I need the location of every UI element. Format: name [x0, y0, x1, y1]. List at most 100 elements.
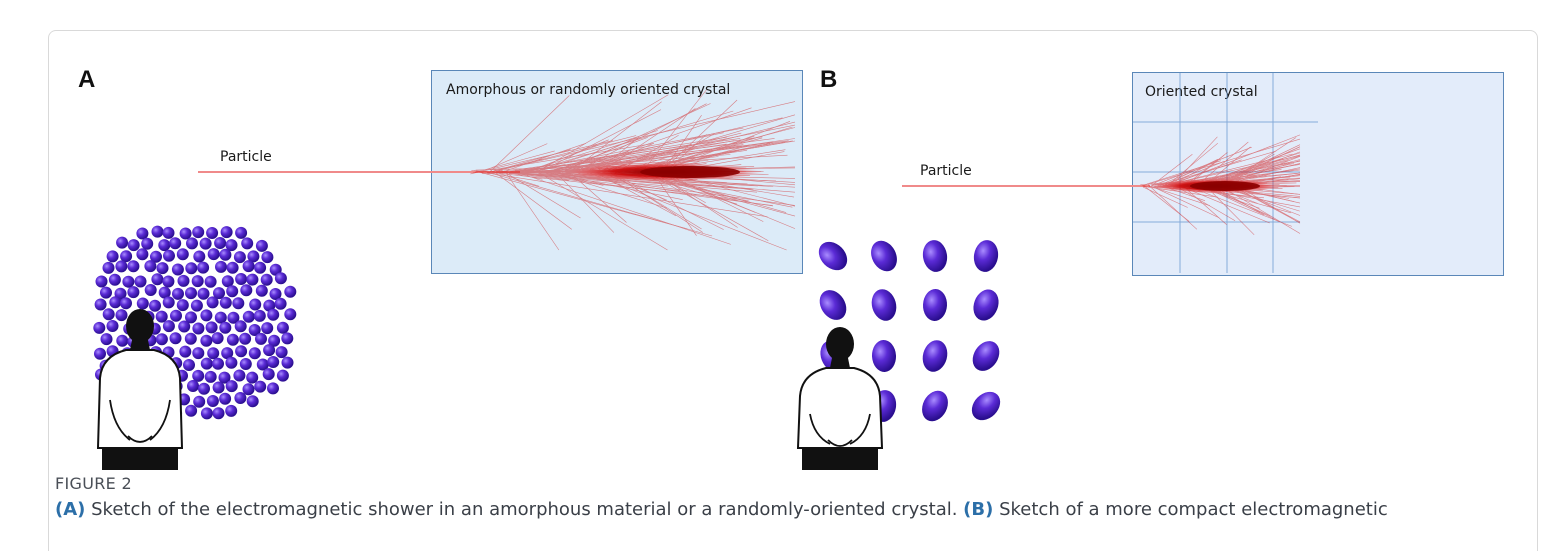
atom [246, 371, 259, 384]
panel-a-letter: A [78, 66, 96, 93]
atom-column [922, 390, 948, 422]
atom [225, 239, 238, 252]
atom [115, 309, 128, 322]
atom [172, 287, 184, 300]
shower-track [530, 110, 734, 172]
atom [267, 308, 280, 321]
atom [198, 382, 210, 395]
atom [219, 321, 232, 334]
figure-artwork [93, 73, 1318, 470]
atom [276, 369, 289, 382]
atom [114, 287, 127, 300]
atom [284, 308, 297, 321]
atom-column [973, 289, 999, 321]
shower-track [522, 132, 724, 175]
panel-a-box-label: Amorphous or randomly oriented crystal [446, 82, 731, 98]
atom-column [971, 391, 1001, 421]
atom [219, 248, 232, 261]
caption-text-a: Sketch of the electromagnetic shower in … [85, 499, 964, 520]
atom [184, 332, 197, 345]
atom [169, 237, 182, 250]
atom [281, 332, 294, 345]
atom [197, 287, 210, 300]
atom [144, 260, 157, 273]
atom [234, 392, 247, 404]
atom [219, 392, 232, 405]
atom [226, 285, 239, 298]
atom-column [871, 289, 897, 321]
atom [235, 273, 248, 285]
atom [100, 333, 113, 346]
shower-track [518, 144, 693, 173]
shower-track [472, 150, 555, 174]
figure-caption: FIGURE 2 (A) Sketch of the electromagnet… [55, 474, 1535, 520]
panel-b-letter: B [820, 66, 838, 93]
atom [200, 334, 213, 347]
shower-track [489, 173, 768, 218]
atom-column [922, 340, 948, 372]
panel-a-observer-figure [96, 309, 184, 470]
atom [267, 382, 279, 395]
atom [246, 395, 259, 408]
atom [255, 284, 268, 297]
caption-text: (A) Sketch of the electromagnetic shower… [55, 499, 1535, 520]
atom [94, 298, 107, 311]
atom [225, 404, 238, 417]
atom [163, 249, 175, 262]
atom [268, 334, 281, 347]
atom [190, 299, 203, 312]
atom [235, 226, 248, 239]
atom [162, 296, 175, 309]
atom [144, 284, 157, 296]
atom [227, 311, 240, 324]
atom [239, 332, 252, 345]
atom [206, 395, 219, 407]
shower-track [514, 171, 731, 245]
atom [226, 261, 239, 274]
atom [192, 322, 205, 335]
atom [177, 274, 190, 287]
caption-label-a: (A) [55, 499, 86, 520]
shower-track [1192, 187, 1293, 227]
atom [235, 345, 248, 358]
shower-track [555, 172, 615, 233]
atom [254, 380, 267, 393]
atom [232, 297, 245, 310]
atom [192, 347, 205, 360]
atom [249, 298, 262, 311]
atom [261, 251, 274, 264]
atom [193, 250, 206, 263]
atom [170, 309, 182, 322]
atom [171, 263, 184, 276]
shower-track [494, 171, 539, 187]
shower-track [568, 171, 627, 223]
shower-track [1141, 138, 1301, 187]
atom [254, 261, 267, 274]
atom [233, 251, 246, 264]
atom [93, 321, 106, 334]
shower-track [538, 94, 669, 172]
atom [185, 287, 197, 300]
atom [242, 310, 255, 323]
shower-track [498, 135, 637, 171]
atom [221, 347, 234, 360]
atom [127, 260, 140, 273]
atom [127, 286, 140, 299]
shower-track [538, 109, 662, 173]
atom [151, 225, 164, 238]
atom [150, 250, 162, 263]
atom [136, 297, 149, 310]
shower-track [1147, 184, 1198, 230]
atom [267, 356, 280, 368]
atom [218, 371, 231, 384]
atom [155, 310, 168, 323]
atom [192, 369, 205, 382]
shower-track [1182, 186, 1270, 224]
atom [213, 287, 225, 300]
atom [205, 321, 218, 334]
shower-track [538, 172, 668, 251]
atom [221, 275, 234, 288]
atom [162, 275, 175, 288]
atom [122, 275, 135, 288]
atom [240, 284, 253, 297]
